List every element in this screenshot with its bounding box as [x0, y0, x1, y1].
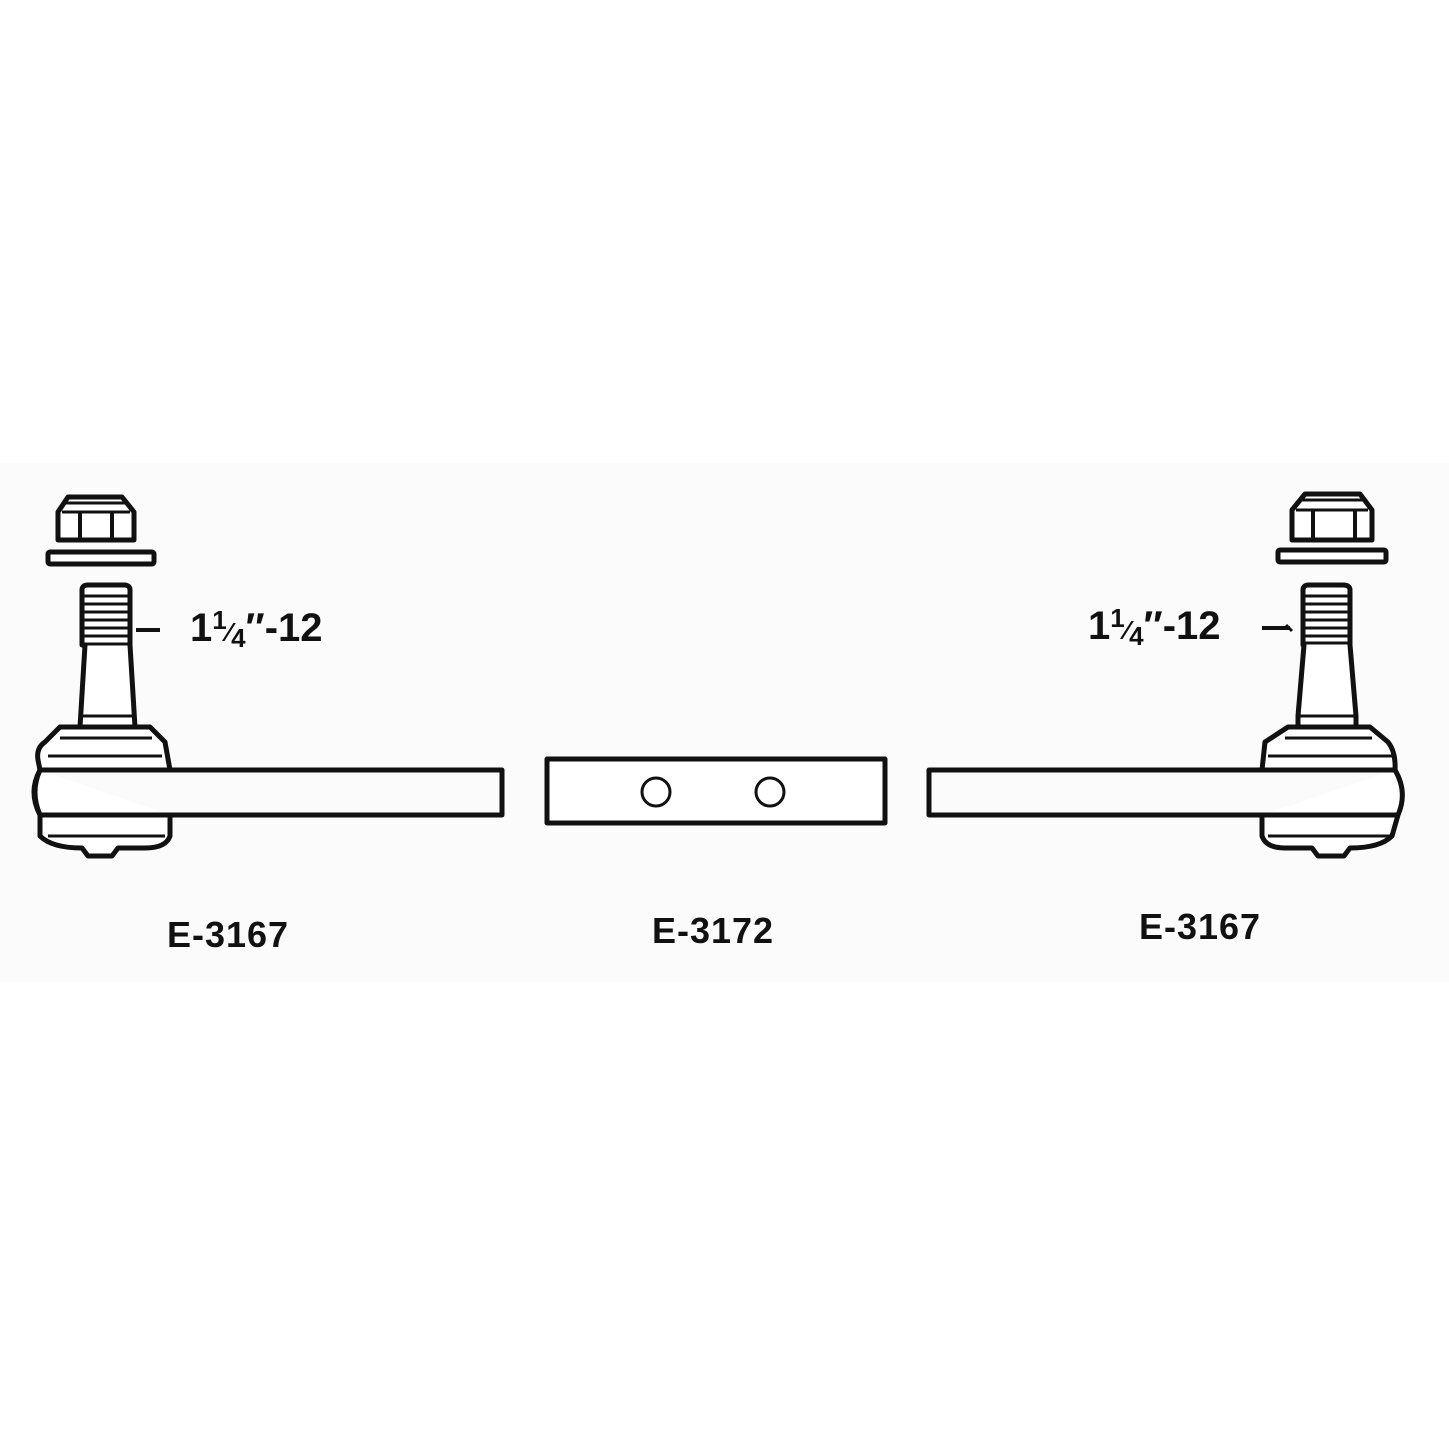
- left-thread-spec-label: 11⁄4″-12: [190, 605, 323, 653]
- left-tie-rod-end: [31, 494, 505, 859]
- thread-whole: 1: [190, 606, 213, 650]
- fraction-numerator: 1: [212, 605, 227, 635]
- right-rod-icon: [926, 767, 1398, 818]
- right-part-number-label: E-3167: [1138, 906, 1262, 947]
- right-tie-rod-end: [926, 491, 1405, 859]
- fraction-numerator: 1: [1110, 603, 1125, 633]
- sleeve-hole-icon: [754, 776, 786, 808]
- left-stud-icon: [77, 582, 160, 730]
- right-stud-icon: [1262, 582, 1359, 730]
- sleeve-hole-icon: [640, 776, 672, 808]
- thread-fraction: 1⁄4: [212, 605, 246, 653]
- fraction-denominator: 4: [231, 623, 246, 653]
- background-band: [0, 463, 1449, 982]
- left-rod-icon: [40, 767, 505, 818]
- thread-suffix: ″-12: [1143, 604, 1221, 648]
- left-nut-icon: [55, 494, 137, 543]
- right-washer-icon: [1275, 547, 1389, 565]
- thread-suffix: ″-12: [245, 606, 323, 650]
- left-part-number-label: E-3167: [166, 914, 290, 955]
- right-thread-spec-label: 11⁄4″-12: [1088, 603, 1221, 651]
- fraction-denominator: 4: [1129, 621, 1144, 651]
- center-part-number-label: E-3172: [651, 910, 775, 951]
- center-adjusting-sleeve: [544, 756, 888, 826]
- left-washer-icon: [45, 549, 157, 567]
- left-socket-housing-icon: [32, 724, 173, 859]
- right-nut-icon: [1289, 491, 1375, 543]
- right-socket-housing-icon: [1259, 724, 1405, 859]
- thread-fraction: 1⁄4: [1110, 603, 1144, 651]
- thread-whole: 1: [1088, 604, 1111, 648]
